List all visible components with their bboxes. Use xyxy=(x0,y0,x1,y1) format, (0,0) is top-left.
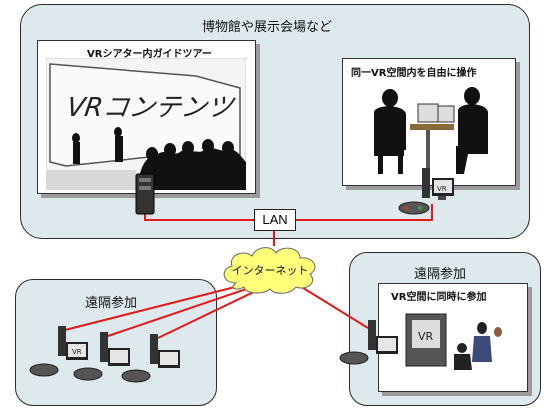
remote-left-monitor-text: VR xyxy=(72,348,82,356)
shared-monitor-text: VR xyxy=(437,185,447,193)
remote-pc-3 xyxy=(121,334,180,383)
remote-pc-1 xyxy=(29,326,88,377)
shared-pc-icon: VR xyxy=(398,168,454,215)
internet-cloud: インターネット xyxy=(223,247,316,294)
shared-space-label: 同一VR空間内を自由に操作 xyxy=(351,68,477,79)
link-net-pc3 xyxy=(157,287,263,339)
remote-right-pc-icon xyxy=(339,320,398,365)
link-net-remote xyxy=(299,285,369,329)
theater-label: VRシアター内ガイドツアー xyxy=(87,49,212,60)
remote-pc-2 xyxy=(73,332,130,381)
remote-left-pcs: VR xyxy=(29,326,180,383)
link-shared-lan xyxy=(294,204,433,221)
lan-label: LAN xyxy=(254,209,296,231)
link-net-pc1 xyxy=(64,281,256,331)
screen-text: VRコンテンツ xyxy=(65,93,237,123)
remote-right-title: 遠隔参加 xyxy=(414,267,467,282)
remote-left-title: 遠隔参加 xyxy=(85,296,138,311)
shared-users-image xyxy=(374,87,488,174)
link-net-pc2 xyxy=(107,284,259,337)
link-theater-lan xyxy=(144,200,254,221)
theater-server-icon xyxy=(135,173,155,215)
remote-right-card xyxy=(378,283,528,392)
remote-right-image: VR xyxy=(405,313,502,370)
remote-right-screen-text: VR xyxy=(418,330,434,343)
vr-theater-image: VRコンテンツ xyxy=(46,58,246,190)
museum-title: 博物館や展示会場など xyxy=(202,20,333,35)
remote-right-label: VR空間に同時に参加 xyxy=(391,292,487,303)
internet-label: インターネット xyxy=(232,264,309,277)
